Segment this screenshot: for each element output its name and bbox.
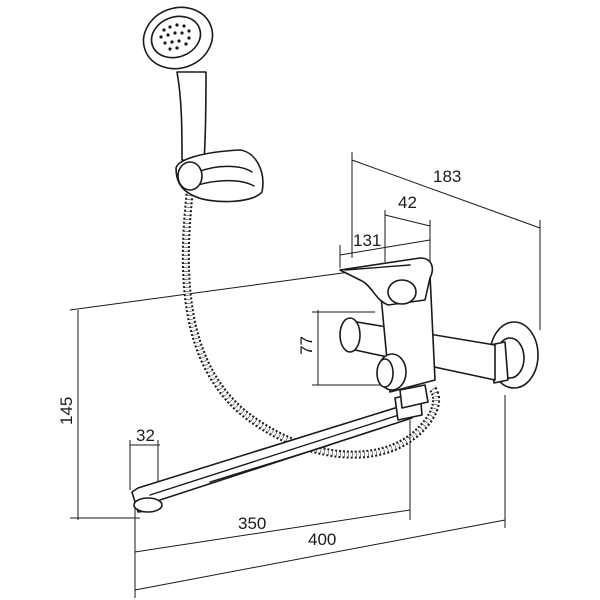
spout-icon [131, 391, 423, 513]
dim-145-ext-top [69, 271, 351, 311]
dim-183-label: 183 [433, 167, 461, 186]
dim-350-label: 350 [238, 514, 266, 533]
dim-32-label: 32 [136, 426, 155, 445]
dimension-labels: 183 42 131 77 145 32 350 400 [57, 167, 461, 549]
dim-145-label: 145 [57, 397, 76, 425]
shower-head-icon [142, 6, 264, 203]
dim-42-line [384, 214, 431, 227]
hose-icon [181, 189, 441, 459]
dim-131-line [339, 239, 431, 256]
dim-400-label: 400 [308, 530, 336, 549]
dim-77-label: 77 [297, 336, 316, 355]
mixer-body-icon [339, 257, 539, 409]
dim-131-label: 131 [353, 231, 381, 250]
dim-350-line [134, 509, 411, 553]
dim-42-label: 42 [398, 193, 417, 212]
dim-183-line [351, 159, 541, 229]
dimension-lines [69, 152, 541, 598]
dim-400-line [134, 519, 506, 591]
